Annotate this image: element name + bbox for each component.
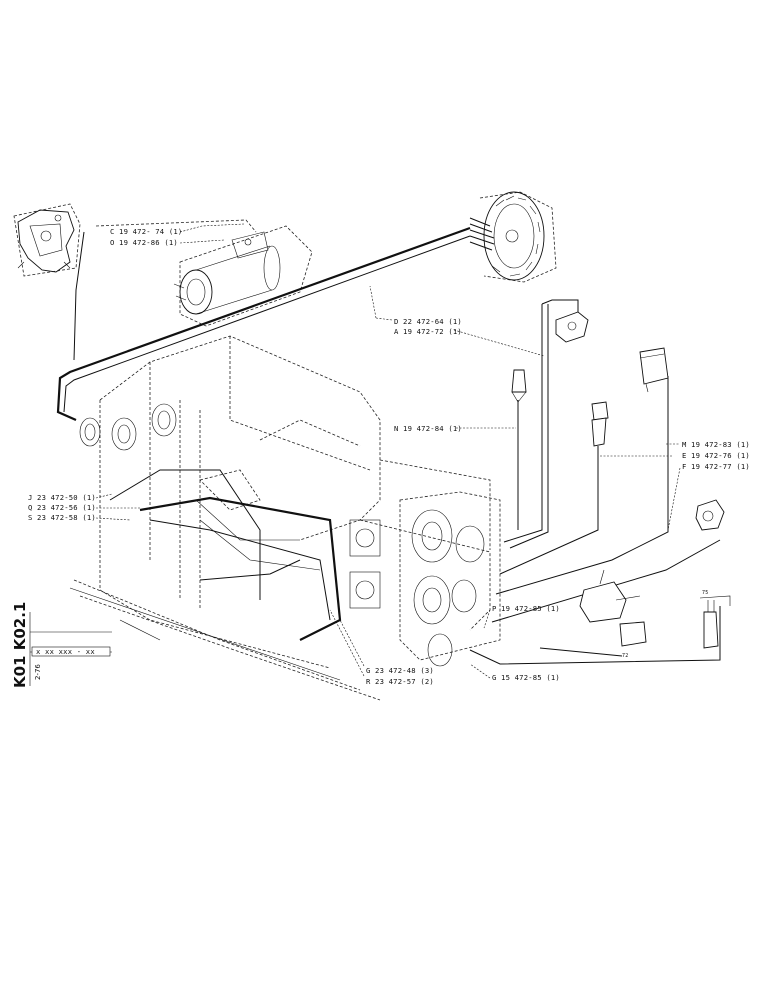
label-c: C 19 472- 74 (1) [110,227,182,236]
svg-text:72: 72 [622,653,628,659]
drawing-small-code: 2-76 [34,664,42,680]
part-labels: C 19 472- 74 (1) O 19 472-86 (1) D 22 47… [28,227,750,686]
label-p: P 19 472-85 (1) [492,604,560,613]
label-f: F 19 472-77 (1) [682,462,750,471]
side-title-block: K01 K02.1 x xx xxx - xx 2-76 [11,602,112,688]
svg-text:75: 75 [702,590,708,596]
starter-motor-drawing [173,225,313,327]
label-n: N 19 472-84 (1) [394,424,462,433]
label-e: E 19 472-76 (1) [682,451,750,460]
label-a: A 19 472-72 (1) [394,327,462,336]
drawing-box-code: x xx xxx - xx [36,647,95,656]
label-d: D 22 472-64 (1) [394,317,462,326]
label-s: S 23 472-58 (1) [28,513,96,522]
engine-block-drawing [69,335,501,701]
label-r: R 23 472-57 (2) [366,677,434,686]
label-j: J 23 472-50 (1) [28,493,96,502]
sensors-drawing: 75 72 [511,299,731,659]
label-g1: G 23 472-48 (3) [366,666,434,675]
label-m: M 19 472-83 (1) [682,440,750,449]
relay-bracket-drawing [13,203,81,277]
wire-harness [56,219,721,665]
label-g2: G 15 472-85 (1) [492,673,560,682]
drawing-code: K01 K02.1 [11,602,29,688]
label-q: Q 23 472-56 (1) [28,503,96,512]
connector-plug-drawing [469,191,557,283]
leader-lines [95,223,681,679]
label-o: O 19 472-86 (1) [110,238,178,247]
